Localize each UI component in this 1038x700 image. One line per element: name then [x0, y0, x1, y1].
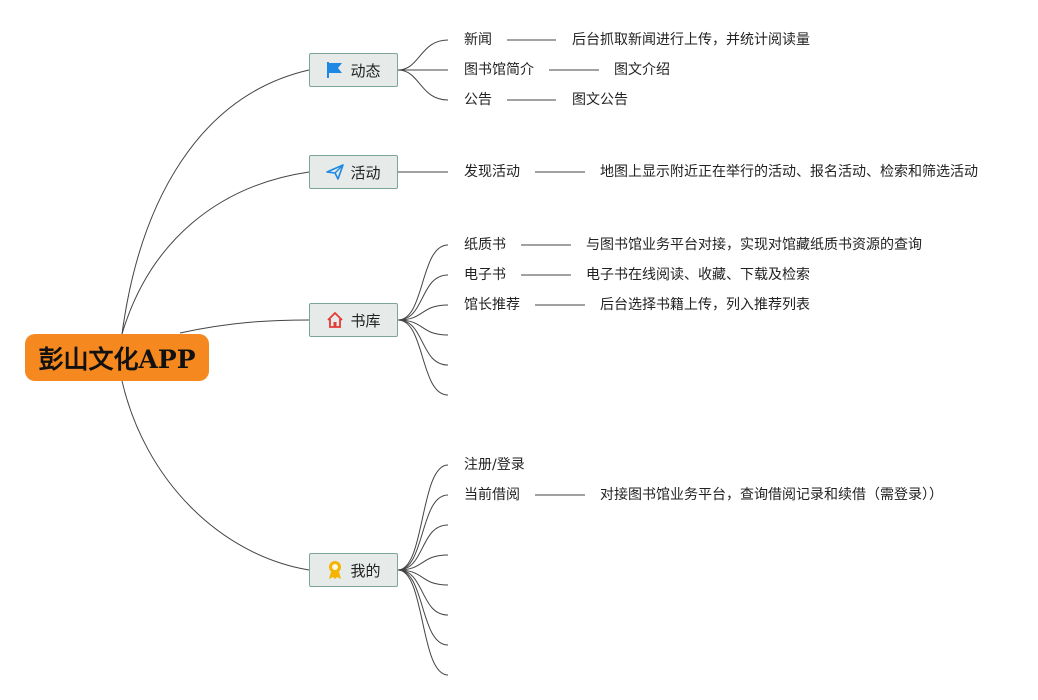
edge-wode-8 — [397, 569, 449, 676]
leaf-gonggao[interactable]: 公告 — [464, 92, 492, 108]
note-faxian: 地图上显示附近正在举行的活动、报名活动、检索和筛选活动 — [600, 164, 978, 180]
branch-huodong[interactable]: 活动 — [309, 155, 398, 189]
edge-shuku-3 — [397, 304, 449, 321]
edge-shuku-5 — [397, 319, 449, 366]
edge-wode-1 — [397, 464, 449, 571]
edge-wode-5 — [397, 569, 449, 586]
edge-wode-4 — [397, 554, 449, 571]
leaf-dianzi[interactable]: 电子书 — [464, 267, 506, 283]
branch-label: 我的 — [350, 561, 381, 580]
note-xinwen: 后台抓取新闻进行上传，并统计阅读量 — [572, 32, 810, 48]
note-guanzhang: 后台选择书籍上传，列入推荐列表 — [600, 297, 810, 313]
branch-dongtai[interactable]: 动态 — [309, 53, 398, 87]
note-jieyue: 对接图书馆业务平台，查询借阅记录和续借（需登录）） — [600, 487, 943, 503]
root-node[interactable]: 彭山文化APP — [25, 334, 209, 381]
paper-plane-icon — [326, 164, 345, 180]
edge-shuku-1 — [397, 244, 449, 321]
leaf-jieyue[interactable]: 当前借阅 — [464, 487, 520, 503]
home-icon — [327, 312, 344, 328]
leaf-jianjie[interactable]: 图书馆简介 — [464, 62, 534, 78]
edge-root-huodong — [121, 171, 310, 335]
edge-shuku-4 — [397, 319, 449, 336]
edge-root-wode — [121, 380, 310, 571]
note-dianzi: 电子书在线阅读、收藏、下载及检索 — [586, 267, 810, 283]
edge-dongtai-xinwen — [397, 39, 449, 71]
note-jianjie: 图文介绍 — [614, 62, 670, 78]
leaf-denglu[interactable]: 注册/登录 — [464, 457, 525, 473]
flag-icon — [327, 62, 343, 78]
leaf-xinwen[interactable]: 新闻 — [464, 32, 492, 48]
edge-shuku-2 — [397, 274, 449, 321]
edge-wode-3 — [397, 524, 449, 571]
branch-label: 书库 — [350, 311, 381, 330]
branch-shuku[interactable]: 书库 — [309, 303, 398, 337]
leaf-faxian[interactable]: 发现活动 — [464, 164, 520, 180]
edge-root-shuku — [179, 319, 310, 334]
edge-dongtai-gonggao — [397, 69, 449, 101]
branch-label: 动态 — [350, 61, 381, 80]
leaf-guanzhang[interactable]: 馆长推荐 — [464, 297, 520, 313]
edge-wode-7 — [397, 569, 449, 646]
edge-shuku-6 — [397, 319, 449, 396]
note-gonggao: 图文公告 — [572, 92, 628, 108]
root-label: 彭山文化APP — [38, 344, 196, 374]
branch-wode[interactable]: 我的 — [309, 553, 398, 587]
note-zhizhi: 与图书馆业务平台对接，实现对馆藏纸质书资源的查询 — [586, 237, 922, 253]
edge-root-dongtai — [121, 69, 310, 335]
branch-label: 活动 — [350, 163, 381, 182]
award-icon — [329, 561, 342, 579]
edge-wode-6 — [397, 569, 449, 616]
leaf-zhizhi[interactable]: 纸质书 — [464, 237, 506, 253]
edge-wode-2 — [397, 494, 449, 571]
